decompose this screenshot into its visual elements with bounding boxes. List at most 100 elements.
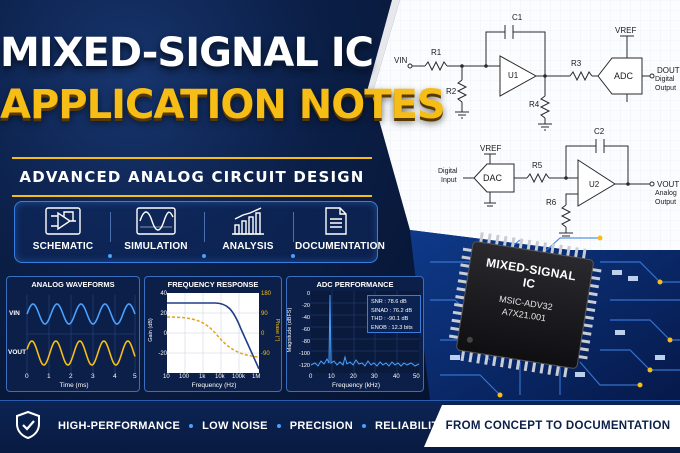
waveform-xlabel: Time (ms) <box>59 382 89 389</box>
waveform-plot <box>26 295 136 373</box>
ytick: 0 <box>261 331 265 337</box>
xtick: 0 <box>25 373 29 380</box>
xtick: 40 <box>393 374 400 380</box>
panel-adc-performance: ADC PERFORMANCE SNR : 78.6 dB SINAD : 76… <box>286 276 424 392</box>
xtick: 1M <box>252 374 261 380</box>
document-icon <box>325 207 347 235</box>
feature-simulation: SIMULATION <box>115 207 197 261</box>
ytick: 0 <box>163 331 167 337</box>
metric-sinad: SINAD : 76.2 dB <box>371 307 417 316</box>
ytick: 90 <box>261 311 268 317</box>
feature-documentation: DOCUMENTATION <box>295 207 385 261</box>
feature-dot <box>291 254 295 258</box>
feature-label-schematic: SCHEMATIC <box>32 241 94 252</box>
cta-banner: FROM CONCEPT TO DOCUMENTATION <box>424 405 680 447</box>
label-vout-desc2: Output <box>655 199 677 206</box>
value-prop: HIGH-PERFORMANCE <box>58 420 181 432</box>
ytick: -100 <box>298 351 310 357</box>
value-prop: RELIABILITY <box>375 420 447 432</box>
label-r6: R6 <box>546 198 557 207</box>
vin-label: VIN <box>9 310 20 317</box>
bode-xlabel: Frequency (Hz) <box>191 382 237 389</box>
feature-strip: SCHEMATIC SIMULATION ANALYSIS <box>14 201 385 263</box>
ytick: -90 <box>261 351 270 357</box>
ytick: 20 <box>160 311 167 317</box>
feature-divider <box>204 212 205 242</box>
gain-yticks: 40 20 0 -20 <box>153 291 167 371</box>
ytick: -40 <box>302 315 310 321</box>
main-title: MIXED-SIGNAL IC <box>0 30 374 76</box>
panel-title-waveforms: ANALOG WAVEFORMS <box>31 280 115 289</box>
main-title-accent: APPLICATION NOTES <box>0 82 446 128</box>
feature-divider <box>110 212 111 242</box>
label-r4: R4 <box>529 100 540 109</box>
value-prop: PRECISION <box>289 420 354 432</box>
adc-ylabel: Magnitude (dBFS) <box>287 307 293 353</box>
label-dac: DAC <box>483 173 503 183</box>
bar-chart-icon <box>232 207 264 235</box>
bode-xticks: 10 100 1k 10k 100k 1M <box>145 374 283 382</box>
panel-title-frequency: FREQUENCY RESPONSE <box>167 280 259 289</box>
label-r1: R1 <box>431 48 442 57</box>
metric-value: : 78.6 dB <box>384 299 407 305</box>
xtick: 3 <box>91 373 95 380</box>
vout-trace <box>26 340 136 366</box>
label-vref-bottom: VREF <box>480 144 502 153</box>
metric-value: : -90.1 dB <box>384 316 409 323</box>
bullet-dot <box>189 424 194 428</box>
ytick: 180 <box>261 291 272 297</box>
label-digital-input2: Input <box>441 177 457 184</box>
xtick: 100 <box>179 374 190 380</box>
metric-snr: SNR : 78.6 dB <box>371 298 417 307</box>
metric-name: SINAD <box>371 307 389 314</box>
ytick: -80 <box>302 339 310 345</box>
feature-dot <box>202 254 206 258</box>
label-dout-desc1: Digital <box>655 76 675 83</box>
metric-thd: THD : -90.1 dB <box>371 315 417 324</box>
label-r5: R5 <box>532 161 543 170</box>
adc-xlabel: Frequency (kHz) <box>331 382 381 389</box>
feature-schematic: SCHEMATIC <box>23 207 103 261</box>
label-u1: U1 <box>508 71 519 80</box>
adc-yticks: 0 -20 -40 -60 -80 -100 -120 <box>297 288 310 372</box>
ytick: -20 <box>302 303 310 309</box>
xtick: 50 <box>413 374 420 380</box>
ytick: -20 <box>158 351 167 357</box>
feature-label-documentation: DOCUMENTATION <box>295 241 385 252</box>
ytick: 0 <box>306 291 310 297</box>
metric-value: : 12.3 bits <box>388 324 413 331</box>
xtick: 2 <box>69 373 73 380</box>
panel-frequency-response: FREQUENCY RESPONSE 40 20 0 -20 Gain (dB)… <box>144 276 282 392</box>
label-vref-top: VREF <box>615 26 637 35</box>
xtick: 0 <box>309 374 313 380</box>
xtick: 10k <box>215 374 225 380</box>
xtick: 30 <box>371 374 378 380</box>
label-vout: VOUT <box>657 180 680 189</box>
label-c1: C1 <box>512 13 523 22</box>
metric-name: THD <box>371 316 383 323</box>
feature-label-analysis: ANALYSIS <box>222 241 274 252</box>
vin-trace <box>26 303 136 325</box>
xtick: 1k <box>199 374 206 380</box>
adc-xticks: 0 10 20 30 40 50 <box>287 374 425 382</box>
gain-ylabel: Gain (dB) <box>148 318 154 342</box>
metric-value: : 76.2 dB <box>389 307 413 314</box>
phase-yticks: 180 90 0 -90 <box>261 291 277 371</box>
panel-analog-waveforms: ANALOG WAVEFORMS VIN VOUT 0 1 2 3 4 5 Ti… <box>6 276 140 392</box>
shield-check-icon <box>16 410 40 440</box>
waveform-icon <box>136 207 176 235</box>
xtick: 4 <box>113 373 117 380</box>
xtick: 5 <box>133 373 137 380</box>
panel-title-adc: ADC PERFORMANCE <box>316 280 394 289</box>
ytick: 40 <box>160 291 167 297</box>
label-u2: U2 <box>589 180 600 189</box>
phase-ylabel: Phase (°) <box>274 318 280 342</box>
subtitle: ADVANCED ANALOG CIRCUIT DESIGN <box>19 168 365 186</box>
bullet-dot <box>276 424 281 428</box>
label-digital-input1: Digital <box>438 168 458 175</box>
value-props: HIGH-PERFORMANCE LOW NOISE PRECISION REL… <box>58 418 446 434</box>
xtick: 1 <box>47 373 51 380</box>
xtick: 10 <box>163 374 170 380</box>
schematic-icon <box>45 207 81 235</box>
